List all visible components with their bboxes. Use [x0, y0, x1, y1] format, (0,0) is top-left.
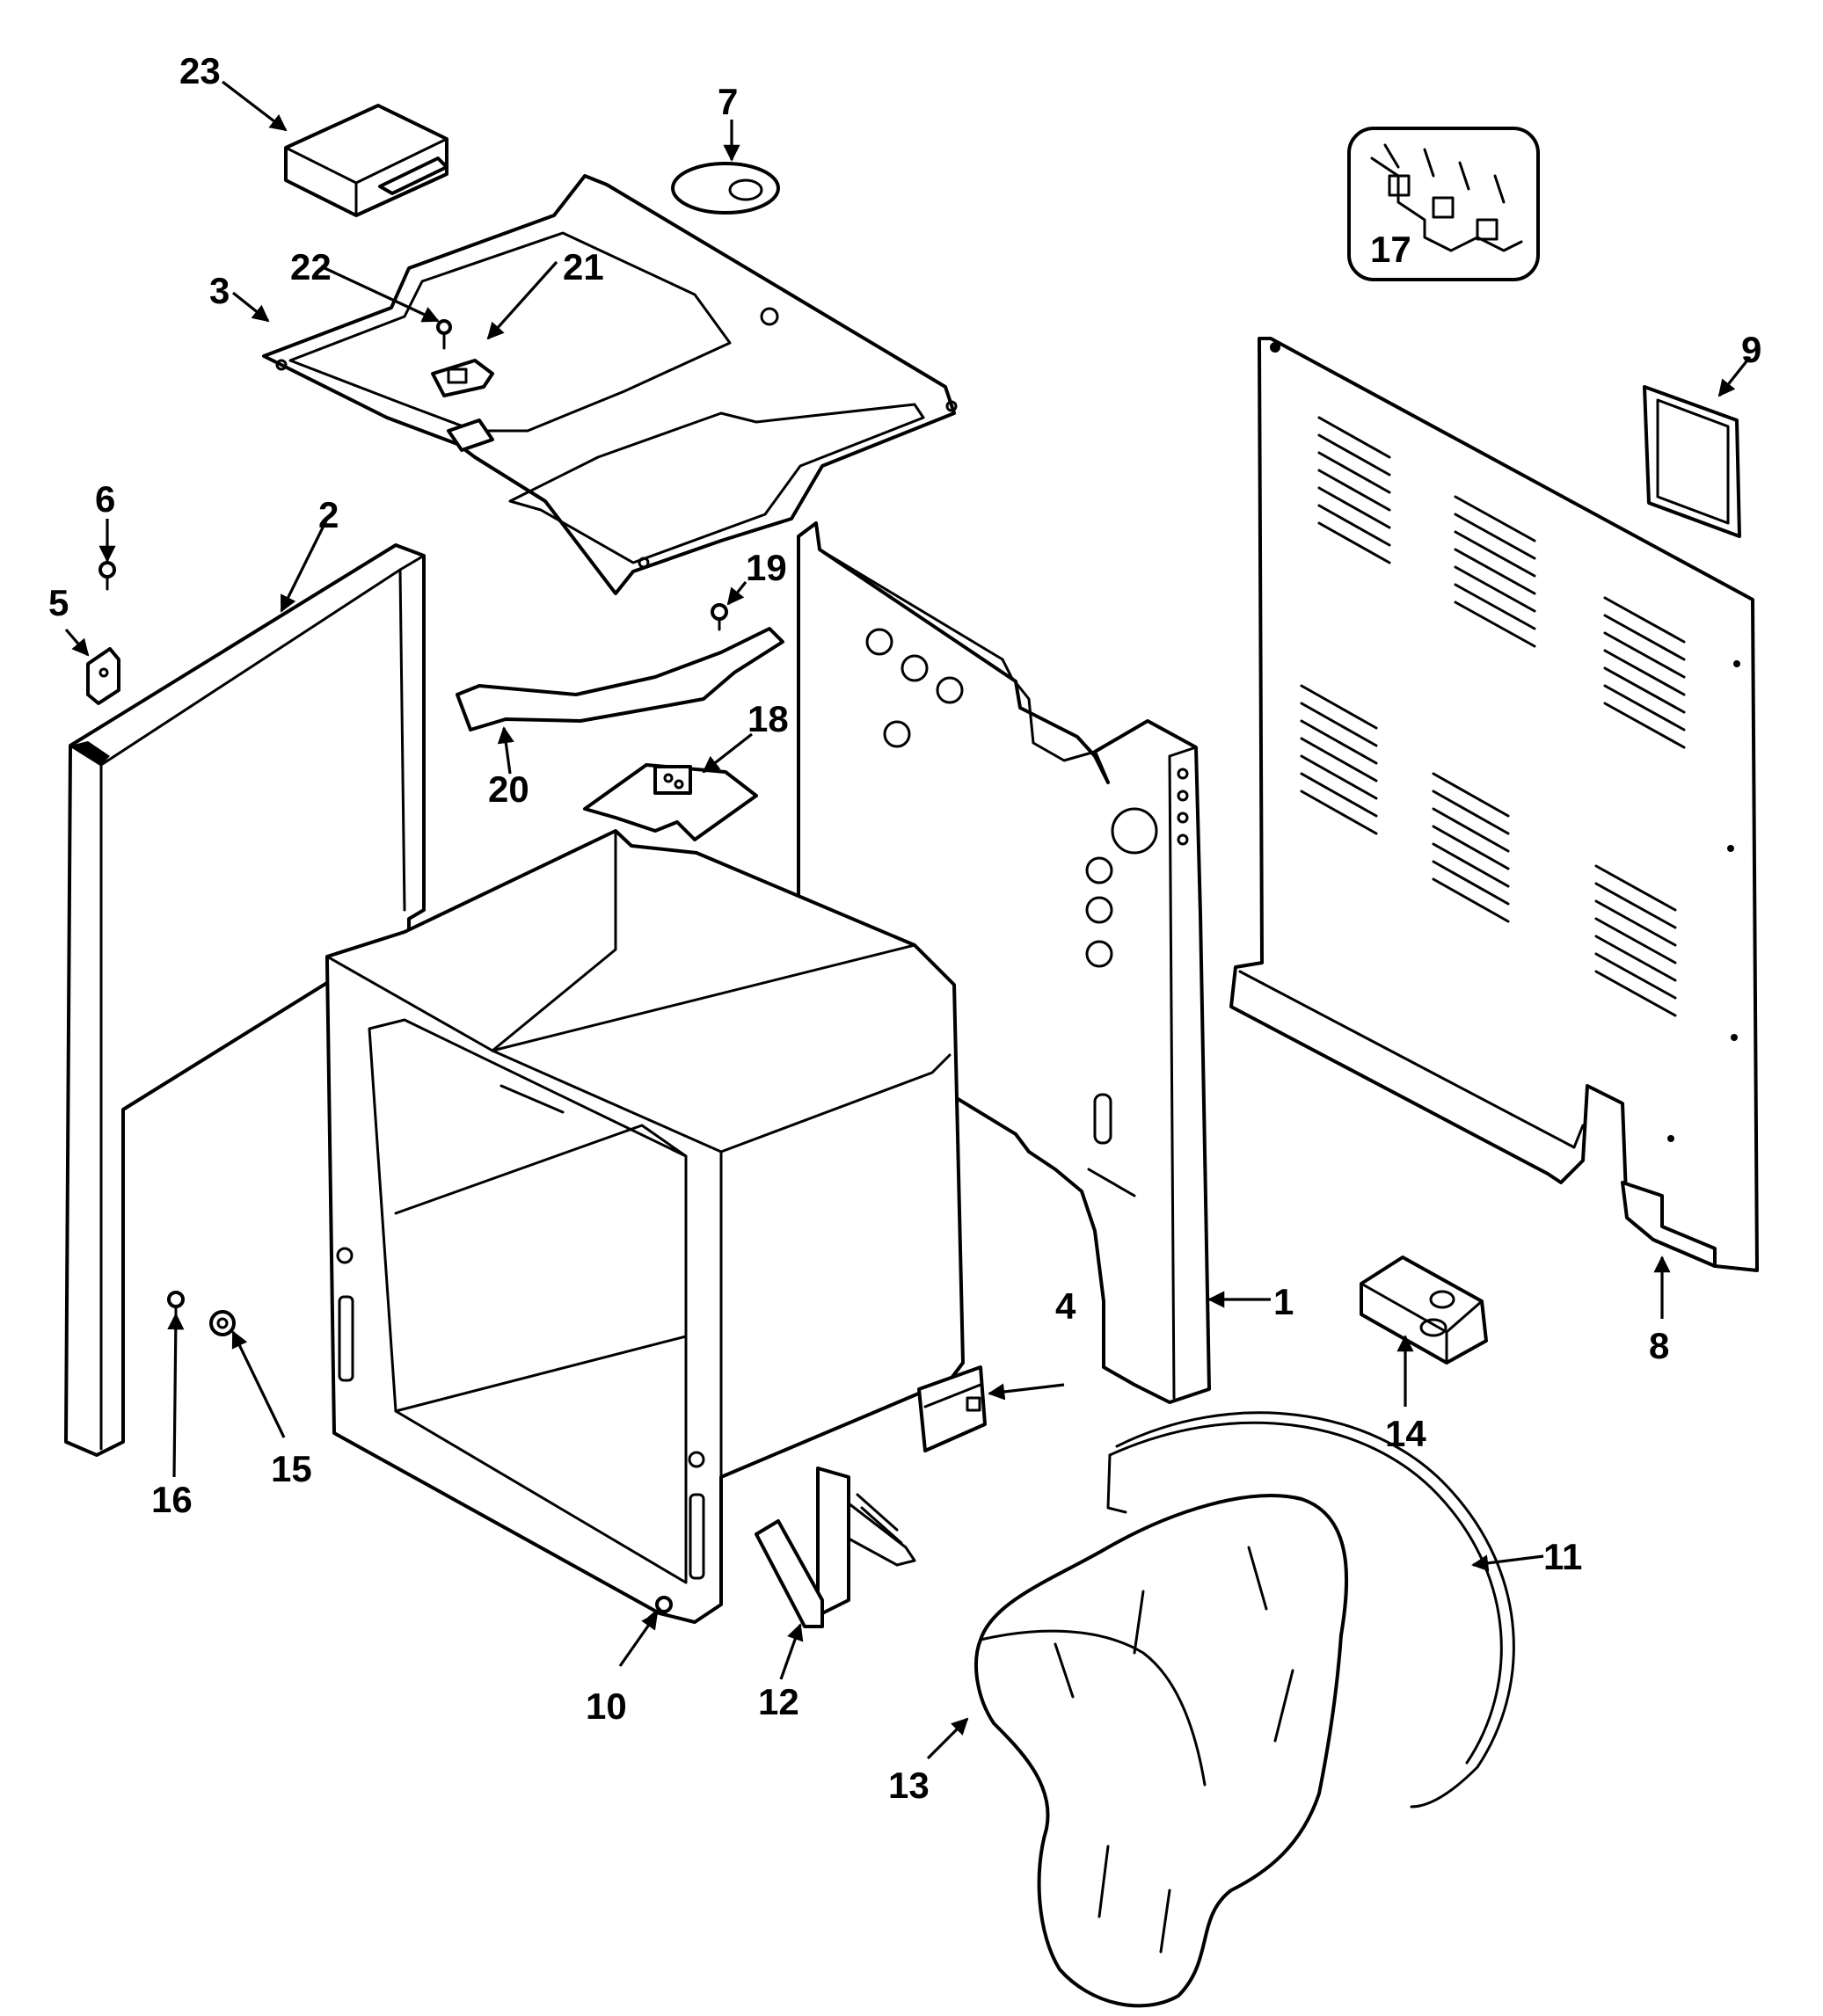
callout-17: 17	[1370, 229, 1411, 270]
callout-12: 12	[758, 1681, 799, 1722]
part-19-screw	[711, 603, 728, 631]
callout-21: 21	[563, 246, 604, 287]
part-17-terminal-block-inset	[1347, 127, 1540, 281]
part-7-cap	[671, 162, 780, 215]
oven-liner	[325, 829, 965, 1624]
part-3-top-panel	[262, 174, 958, 595]
callout-4: 4	[1055, 1285, 1076, 1327]
callout-3: 3	[209, 270, 230, 311]
part-18-latch-assembly	[583, 763, 758, 841]
callout-6: 6	[95, 478, 115, 520]
callout-2: 2	[318, 494, 339, 535]
callout-9: 9	[1741, 329, 1761, 370]
callout-7: 7	[718, 81, 738, 122]
leader-lines	[64, 80, 1752, 1760]
callout-10: 10	[586, 1685, 627, 1727]
callout-11: 11	[1543, 1536, 1582, 1577]
part-1-side-panel	[797, 521, 1211, 1404]
part-15-fastener	[209, 1310, 236, 1336]
callout-14: 14	[1385, 1413, 1426, 1454]
part-6-screw	[98, 561, 116, 591]
callout-23: 23	[179, 50, 221, 91]
callout-20: 20	[488, 768, 529, 810]
callout-8: 8	[1649, 1325, 1669, 1366]
callout-labels: 23 7 17 22 21 3 9 6 2 19 5 18 20 1 4 8 1…	[48, 50, 1761, 1806]
part-23-control-module	[284, 104, 448, 217]
part-11-gasket	[1106, 1411, 1515, 1809]
part-22-screw	[436, 319, 452, 350]
callout-15: 15	[271, 1448, 312, 1489]
rear-panel-louvers	[1300, 416, 1686, 1017]
callout-1: 1	[1273, 1281, 1294, 1322]
part-21-switch-bracket	[431, 359, 494, 397]
callout-22: 22	[290, 246, 332, 287]
part-4-bracket	[917, 1365, 987, 1452]
part-14-bracket	[1360, 1255, 1488, 1365]
callout-19: 19	[746, 547, 787, 588]
part-9-bracket	[1643, 385, 1741, 538]
callout-16: 16	[151, 1479, 193, 1520]
part-12-door-hinge	[755, 1467, 916, 1628]
part-13-insulation	[974, 1494, 1349, 2008]
callout-13: 13	[888, 1765, 930, 1806]
callout-5: 5	[48, 582, 69, 623]
part-20-latch-handle	[456, 627, 784, 731]
part-5-hinge	[86, 647, 120, 705]
callout-18: 18	[747, 698, 789, 739]
part-8-rear-panel	[1229, 337, 1759, 1272]
part-16-screw	[167, 1291, 185, 1321]
